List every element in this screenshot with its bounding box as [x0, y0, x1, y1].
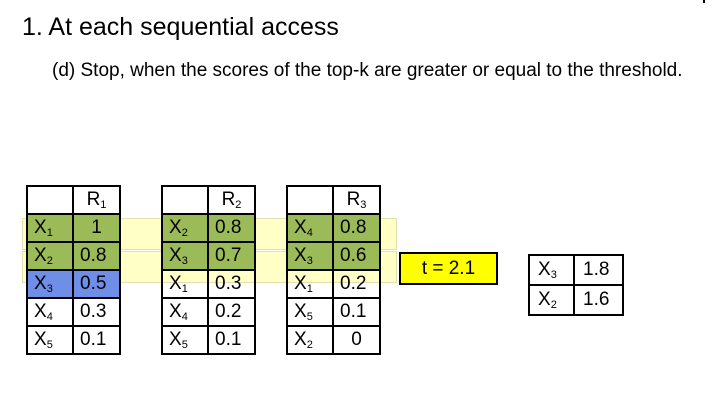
item-cell: X2 — [26, 241, 74, 271]
topk-score-cell: 1.8 — [573, 254, 624, 286]
table-row: X2 0.8 — [26, 241, 121, 271]
topk-item-cell: X2 — [528, 284, 575, 316]
table-header-row: R2 — [161, 185, 256, 215]
topk-item-cell: X3 — [528, 254, 575, 286]
table-row: X5 0.1 — [286, 297, 381, 327]
item-cell: X2 — [161, 213, 209, 243]
score-cell: 0.2 — [332, 269, 381, 299]
score-cell: 0.1 — [72, 325, 121, 355]
list-header-r2: R2 — [207, 185, 256, 215]
table-row: X1 0.3 — [161, 269, 256, 299]
list-table-r1: R1 X1 1 X2 0.8 X3 0.5 X4 0.3 X5 0.1 — [26, 185, 121, 355]
item-cell: X5 — [286, 297, 334, 327]
table-row: X3 0.6 — [286, 241, 381, 271]
list-table-r3: R3 X4 0.8 X3 0.6 X1 0.2 X5 0.1 X2 0 — [286, 185, 381, 355]
header-blank-cell — [161, 185, 209, 215]
table-row: X4 0.2 — [161, 297, 256, 327]
item-cell: X5 — [161, 325, 209, 355]
item-cell: X1 — [26, 213, 74, 243]
table-row-current: X3 0.5 — [26, 269, 121, 299]
score-cell: 0.2 — [207, 297, 256, 327]
score-cell: 0.3 — [72, 297, 121, 327]
table-row: X5 0.1 — [26, 325, 121, 355]
header-blank-cell — [26, 185, 74, 215]
item-cell: X1 — [161, 269, 209, 299]
item-cell: X3 — [26, 269, 74, 299]
list-table-r2: R2 X2 0.8 X3 0.7 X1 0.3 X4 0.2 X5 0.1 — [161, 185, 256, 355]
table-row: X1 0.2 — [286, 269, 381, 299]
item-cell: X3 — [286, 241, 334, 271]
item-cell: X3 — [161, 241, 209, 271]
item-cell: X5 — [26, 325, 74, 355]
corner-mark — [703, 0, 705, 3]
table-row: X1 1 — [26, 213, 121, 243]
score-cell: 0.5 — [72, 269, 121, 299]
item-cell: X1 — [286, 269, 334, 299]
topk-score-cell: 1.6 — [573, 284, 624, 316]
table-row: X5 0.1 — [161, 325, 256, 355]
score-cell: 0 — [332, 325, 381, 355]
table-row: X4 0.3 — [26, 297, 121, 327]
list-header-r3: R3 — [332, 185, 381, 215]
table-row: X3 1.8 — [528, 254, 624, 286]
score-cell: 1 — [72, 213, 121, 243]
score-cell: 0.8 — [72, 241, 121, 271]
score-cell: 0.7 — [207, 241, 256, 271]
item-cell: X2 — [286, 325, 334, 355]
slide-heading: 1. At each sequential access — [22, 13, 339, 41]
list-header-r1: R1 — [72, 185, 121, 215]
slide-subheading: (d) Stop, when the scores of the top-k a… — [52, 60, 683, 81]
header-blank-cell — [286, 185, 334, 215]
threshold-box: t = 2.1 — [399, 252, 498, 285]
table-header-row: R1 — [26, 185, 121, 215]
table-header-row: R3 — [286, 185, 381, 215]
item-cell: X4 — [161, 297, 209, 327]
table-row: X2 0 — [286, 325, 381, 355]
score-cell: 0.8 — [207, 213, 256, 243]
score-cell: 0.6 — [332, 241, 381, 271]
score-cell: 0.1 — [207, 325, 256, 355]
score-cell: 0.8 — [332, 213, 381, 243]
item-cell: X4 — [26, 297, 74, 327]
topk-table: X3 1.8 X2 1.6 — [528, 254, 624, 316]
score-cell: 0.1 — [332, 297, 381, 327]
table-row: X2 1.6 — [528, 284, 624, 316]
table-row: X4 0.8 — [286, 213, 381, 243]
score-cell: 0.3 — [207, 269, 256, 299]
table-row: X2 0.8 — [161, 213, 256, 243]
item-cell: X4 — [286, 213, 334, 243]
table-row: X3 0.7 — [161, 241, 256, 271]
